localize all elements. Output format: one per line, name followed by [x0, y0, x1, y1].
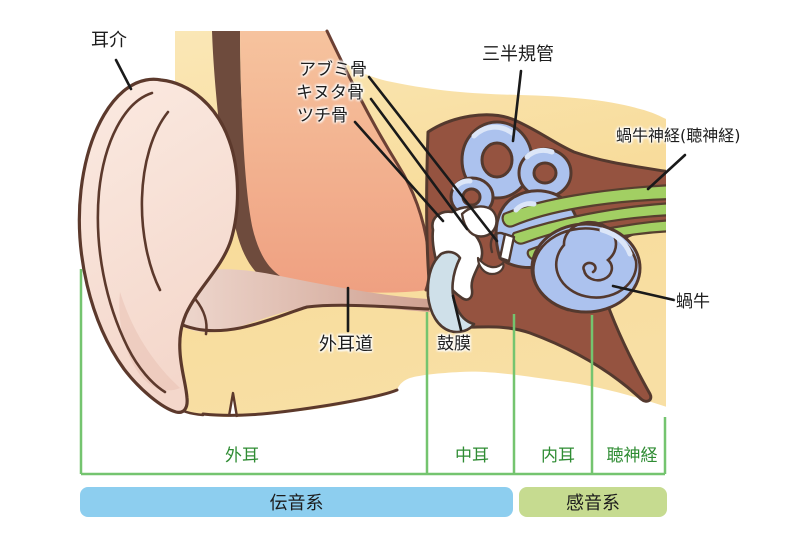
cochlea-spiral — [532, 220, 638, 312]
label-semicircular-canals: 三半規管 — [482, 44, 554, 65]
region-label-outer-ear: 外耳 — [225, 446, 259, 466]
jaw-notch — [227, 391, 239, 418]
canal-wall-shape — [212, 31, 430, 309]
leader-eardrum — [451, 294, 463, 332]
stapedius-loop — [476, 256, 505, 276]
leader-incus — [369, 97, 469, 231]
eardrum-shape — [426, 250, 476, 334]
cochlear-nerve-strip-1 — [501, 183, 674, 228]
label-cochlear-nerve: 蝸牛神経(聴神経) — [616, 126, 741, 145]
region-label-auditory-nerve: 聴神経 — [606, 446, 658, 466]
label-incus: キヌタ骨 — [296, 83, 364, 103]
ossicle-stapes-footplate — [498, 232, 516, 263]
right-cut-mask — [666, 0, 800, 551]
label-malleus: ツチ骨 — [297, 106, 348, 126]
leader-malleus — [353, 120, 445, 223]
sensorineural-system-bar-label: 感音系 — [566, 493, 620, 514]
label-eardrum: 鼓膜 — [437, 334, 471, 354]
pinna-folds — [96, 91, 208, 394]
label-cochlea: 蝸牛 — [676, 292, 710, 312]
label-stapes: アブミ骨 — [299, 60, 367, 80]
pinna-shading — [119, 292, 180, 391]
conduction-system-bar: 伝音系 — [80, 487, 513, 517]
leader-semicircular-canals — [511, 69, 523, 143]
labyrinth-highlights — [452, 124, 633, 257]
region-brackets — [79, 269, 667, 476]
sensorineural-system-bar: 感音系 — [519, 487, 667, 517]
leader-pinna — [114, 58, 133, 91]
canal-flesh-shape — [240, 31, 430, 293]
region-label-inner-ear: 内耳 — [541, 446, 575, 466]
conduction-system-bar-label: 伝音系 — [269, 493, 324, 514]
leader-cochlea — [611, 284, 676, 302]
label-ear-canal: 外耳道 — [319, 334, 373, 355]
leader-lines — [114, 58, 687, 333]
leader-stapes — [367, 75, 499, 243]
region-label-middle-ear: 中耳 — [455, 446, 489, 466]
ear-canal-shape — [167, 269, 430, 333]
canal-floor-outline — [176, 303, 430, 333]
leader-cochlear-nerve — [646, 153, 687, 191]
jaw-outline — [201, 388, 399, 417]
label-pinna: 耳介 — [91, 30, 127, 51]
